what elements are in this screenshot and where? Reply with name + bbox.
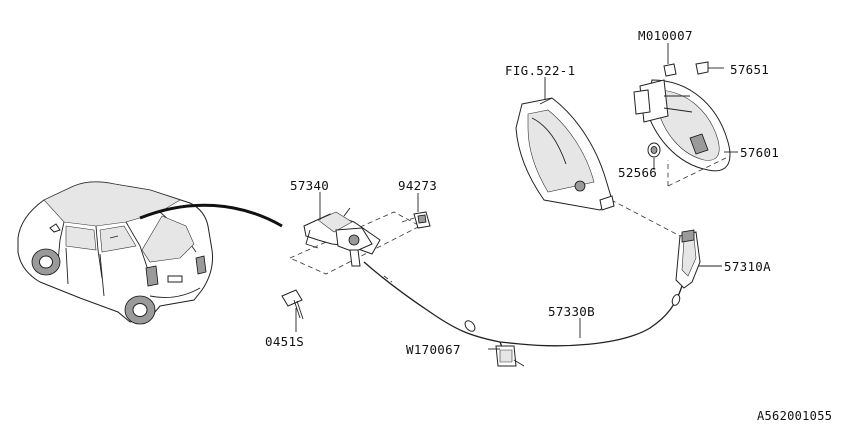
diagram-code: A562001055	[757, 409, 832, 423]
label-0451s: 0451S	[265, 334, 304, 349]
fuel-filler-lid-icon	[633, 61, 731, 172]
cable-clip-icon	[495, 345, 525, 367]
label-52566: 52566	[618, 165, 657, 180]
location-pointer-line	[139, 203, 283, 228]
opener-cable	[363, 261, 683, 363]
lid-lock-actuator-icon	[675, 229, 701, 289]
label-m010007: M010007	[638, 28, 693, 43]
label-57340: 57340	[290, 178, 329, 193]
label-57310a: 57310A	[724, 259, 771, 274]
hatchback-car-icon	[17, 181, 213, 325]
label-w170067: W170067	[406, 342, 461, 357]
label-fig-522-1: FIG.522-1	[505, 63, 575, 78]
label-57601: 57601	[740, 145, 779, 160]
fuel-filler-pocket-icon	[515, 97, 615, 211]
opener-lever-icon	[281, 207, 431, 320]
label-57330b: 57330B	[548, 304, 595, 319]
label-57651: 57651	[730, 62, 769, 77]
label-94273: 94273	[398, 178, 437, 193]
